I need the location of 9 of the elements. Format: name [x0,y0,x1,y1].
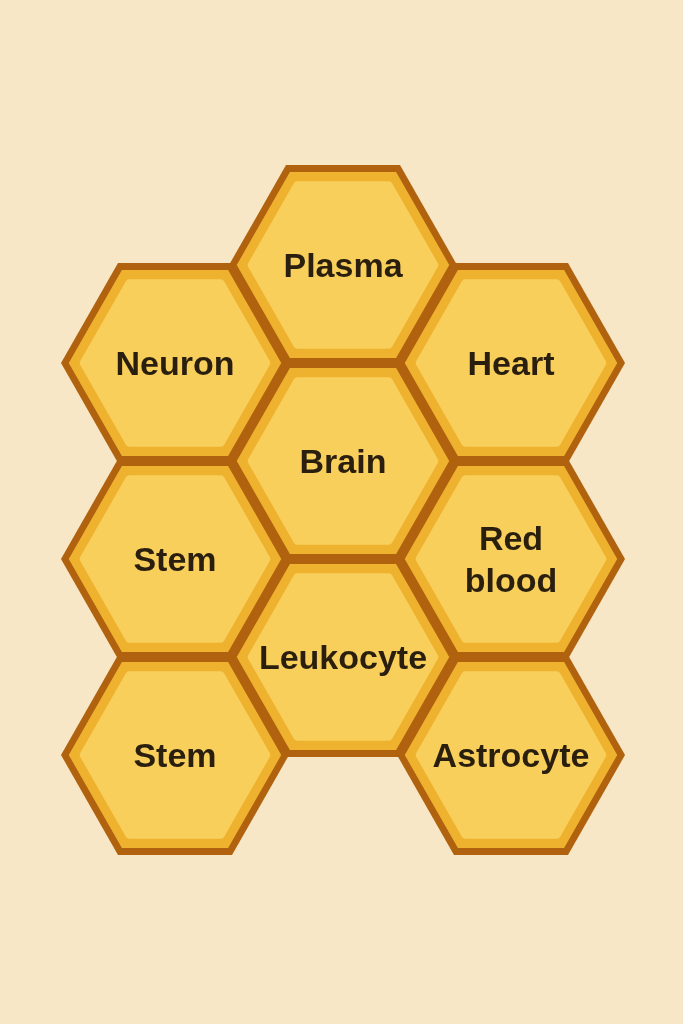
cell-label: Neuron [115,342,235,384]
cell-label: Heart [467,342,555,384]
cell-label: Leukocyte [258,636,428,678]
cell-label: Brain [299,440,387,482]
cell-label: Red blood [463,517,559,601]
cell-label: Stem [133,538,217,580]
cell-label: Plasma [283,244,403,286]
cell-label: Astrocyte [432,734,590,776]
cell-label: Stem [133,734,217,776]
